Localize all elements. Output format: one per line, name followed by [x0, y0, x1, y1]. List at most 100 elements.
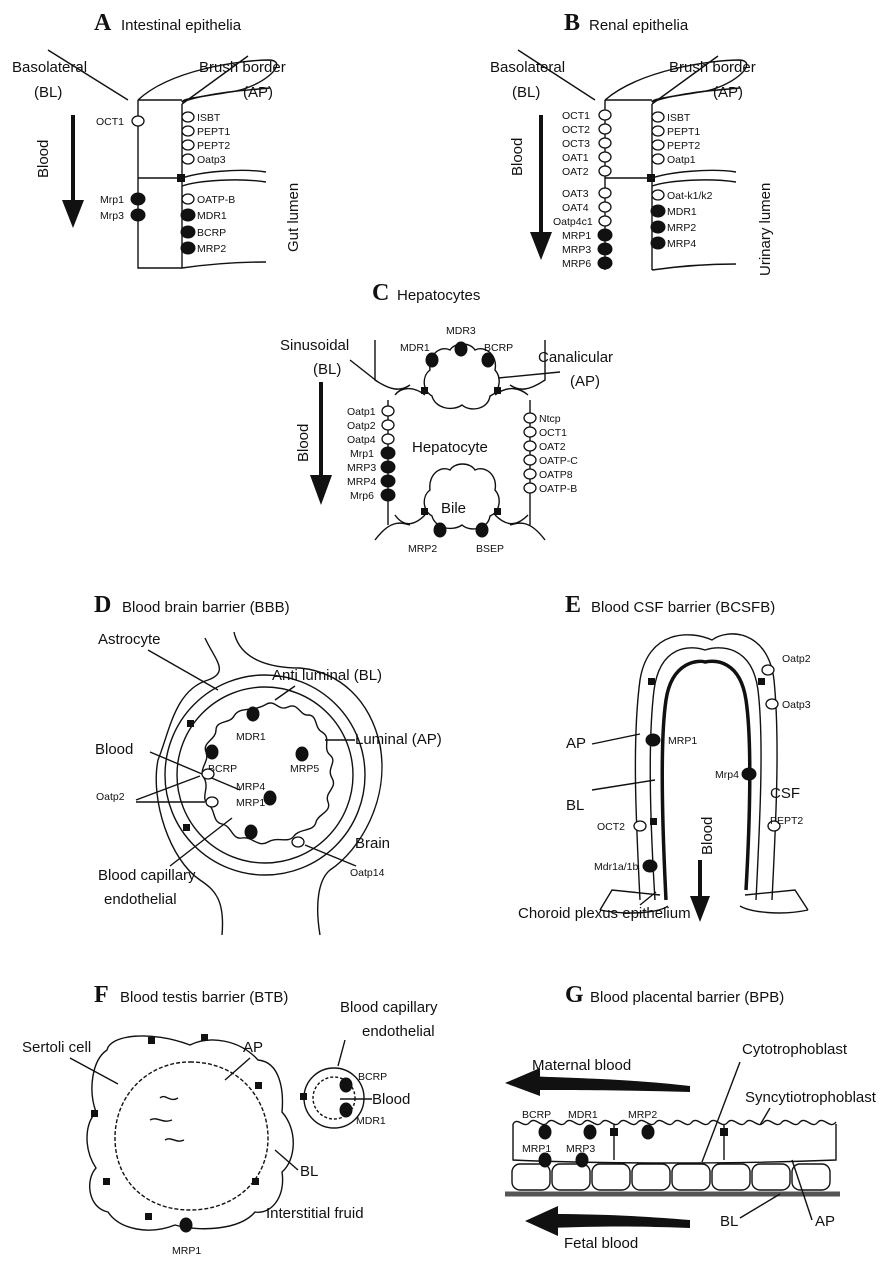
ap-label: (AP) [570, 373, 600, 390]
panel-c: C Hepatocytes Sinusoidal (BL) Canalicula… [280, 280, 613, 555]
transporter-label: OAT2 [562, 166, 589, 178]
panel-a: A Intestinal epithelia Basolateral (BL) … [12, 10, 302, 268]
transporter-label: OCT1 [562, 110, 590, 122]
transporter-label: MDR1 [236, 731, 266, 743]
brush-border-label: Brush border [669, 59, 756, 76]
transporter-label: OATP-B [539, 483, 577, 495]
canalicular-label: Canalicular [538, 349, 613, 366]
transporter-label: OCT1 [539, 427, 567, 439]
blood-label: Blood [295, 424, 312, 462]
transporter-label: Oatp3 [197, 154, 226, 166]
mrp1-transporter [131, 193, 145, 205]
transporter-label: Oatp4 [347, 434, 376, 446]
transporter-label: MDR3 [446, 325, 476, 337]
transporter-label: OAT1 [562, 152, 589, 164]
panel-d: D Blood brain barrier (BBB) Astrocyte An… [94, 592, 442, 935]
transporter-label: Oat-k1/k2 [667, 190, 713, 202]
panel-e-letter: E [565, 592, 581, 618]
transporter-label: Oatp2 [96, 791, 125, 803]
panel-a-title: Intestinal epithelia [121, 17, 242, 34]
csf-label: CSF [770, 785, 800, 802]
hepatocyte-label: Hepatocyte [412, 439, 488, 456]
transporter-label: MRP1 [172, 1245, 201, 1257]
transporter-label: Mrp1 [100, 194, 124, 206]
interstitial-label: Interstitial fruid [266, 1205, 364, 1222]
gut-lumen-label: Gut lumen [285, 183, 302, 252]
transporter-label: MRP4 [236, 781, 265, 793]
transporter-label: MRP1 [562, 230, 591, 242]
panel-g-title: Blood placental barrier (BPB) [590, 989, 784, 1006]
panel-a-letter: A [94, 10, 112, 36]
transporter-label: MRP3 [562, 244, 591, 256]
transporter-label: OATP8 [539, 469, 573, 481]
panel-b: B Renal epithelia Basolateral (BL) Brush… [490, 10, 774, 276]
bl-label: BL [300, 1163, 318, 1180]
transporter-label: Mrp4 [715, 769, 739, 781]
cell-outline [138, 100, 182, 268]
blood-label: Blood [509, 138, 526, 176]
ap-label: AP [566, 735, 586, 752]
transporter-label: MDR1 [197, 210, 227, 222]
transporter-label: Oatp4c1 [553, 216, 593, 228]
transporter-label: Ntcp [539, 413, 561, 425]
panel-e-title: Blood CSF barrier (BCSFB) [591, 599, 775, 616]
transporter-label: PEPT2 [197, 140, 230, 152]
transporter-label: BCRP [197, 227, 226, 239]
transporter-label: MRP4 [347, 476, 376, 488]
transporter-label: OCT2 [597, 821, 625, 833]
ap-label: (AP) [243, 84, 273, 101]
transporter-label: Mrp3 [100, 210, 124, 222]
luminal-label: Luminal (AP) [355, 731, 442, 748]
seminiferous-tubule [87, 1036, 293, 1230]
transporter-label: Mdr1a/1b [594, 861, 639, 873]
transporter-label: MRP2 [197, 243, 226, 255]
transporter-label: BCRP [484, 342, 513, 354]
bile-label: Bile [441, 500, 466, 517]
blood-label: Blood [95, 741, 133, 758]
blood-label: Blood [35, 140, 52, 178]
syncytiotrophoblast-label: Syncytiotrophoblast [745, 1089, 877, 1106]
transporter-label: MRP3 [566, 1143, 595, 1155]
urinary-lumen-label: Urinary lumen [757, 183, 774, 276]
brain-label: Brain [355, 835, 390, 852]
transporter-label: OATP-B [197, 194, 235, 206]
panel-b-title: Renal epithelia [589, 17, 689, 34]
mrp3-transporter [131, 209, 145, 221]
transporter-label: Mrp6 [350, 490, 374, 502]
transporter-label: MRP1 [522, 1143, 551, 1155]
transporter-label: OCT2 [562, 124, 590, 136]
bl-label: (BL) [313, 361, 341, 378]
transporter-label: MRP6 [562, 258, 591, 270]
transporter-label: ISBT [667, 112, 691, 124]
transporter-label: PEPT1 [197, 126, 230, 138]
transporter-label: PEPT1 [667, 126, 700, 138]
panel-c-letter: C [372, 280, 389, 306]
oct1-transporter [132, 116, 144, 126]
transporter-label: Oatp3 [782, 699, 811, 711]
bl-label: BL [720, 1213, 738, 1230]
transporter-label: BCRP [522, 1109, 551, 1121]
sertoli-label: Sertoli cell [22, 1039, 91, 1056]
transporter-label: MDR1 [667, 206, 697, 218]
basolateral-label: Basolateral [12, 59, 87, 76]
bl-label: (BL) [512, 84, 540, 101]
panel-d-letter: D [94, 592, 111, 618]
panel-e: E Blood CSF barrier (BCSFB) AP BL CSF Bl… [518, 592, 811, 922]
panel-f-letter: F [94, 982, 109, 1008]
capillary-label: Blood capillary [340, 999, 438, 1016]
panel-g-letter: G [565, 982, 584, 1008]
sinusoidal-label: Sinusoidal [280, 337, 349, 354]
panel-d-title: Blood brain barrier (BBB) [122, 599, 290, 616]
cytotrophoblast-label: Cytotrophoblast [742, 1041, 848, 1058]
transporter-label: MRP3 [347, 462, 376, 474]
transporter-label: PEPT2 [770, 815, 803, 827]
transporter-label: Mrp1 [350, 448, 374, 460]
transporter-label: MRP2 [628, 1109, 657, 1121]
transporter-label: OATP-C [539, 455, 578, 467]
transporter-label: MDR1 [400, 342, 430, 354]
astrocyte-label: Astrocyte [98, 631, 161, 648]
bl-label: (BL) [34, 84, 62, 101]
transporter-label: Oatp2 [347, 420, 376, 432]
canaliculus-bile [424, 464, 499, 529]
